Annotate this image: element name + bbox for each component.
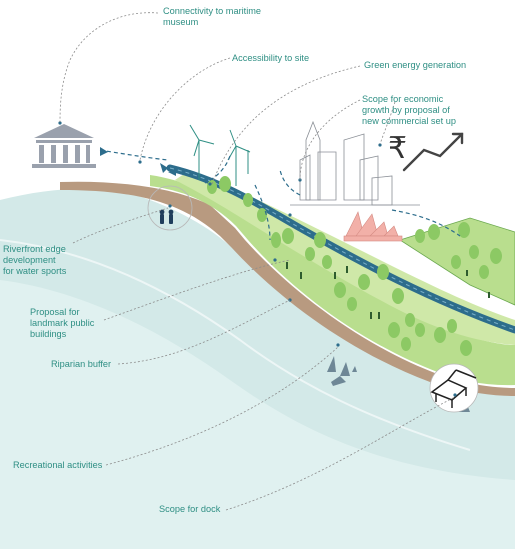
tree <box>282 228 294 244</box>
rupee-symbol: ₹ <box>388 132 408 165</box>
tree <box>388 322 400 338</box>
riverbank-edge <box>60 181 515 396</box>
path-dashes <box>169 167 515 331</box>
flow-arrows <box>99 149 461 241</box>
tree <box>405 313 415 327</box>
label-line: Green energy generation <box>364 60 467 70</box>
trees <box>207 176 502 356</box>
city-skyline <box>290 120 420 206</box>
tree <box>460 340 472 356</box>
label-line: Riverfront edge <box>3 244 66 254</box>
dock-detail-circle <box>429 363 479 413</box>
label-line: museum <box>163 17 199 27</box>
museum-icon <box>32 124 96 168</box>
label-line: Scope for economic <box>362 94 444 104</box>
growth-arrow-icon <box>402 132 464 172</box>
tree <box>347 297 357 311</box>
label-accessibility: Accessibility to site <box>232 53 309 64</box>
tree <box>322 255 332 269</box>
label-riverfront-edge: Riverfront edge development for water sp… <box>3 244 66 277</box>
label-line: Accessibility to site <box>232 53 310 63</box>
leader-lines <box>59 12 456 511</box>
tree <box>434 327 446 343</box>
label-dock: Scope for dock <box>159 504 220 515</box>
tree <box>451 255 461 269</box>
tree <box>207 180 217 194</box>
tree <box>392 288 404 304</box>
callout-dots <box>58 121 457 397</box>
label-riparian-buffer: Riparian buffer <box>51 359 111 370</box>
label-line: Scope for dock <box>159 504 221 514</box>
label-line: Proposal for <box>30 307 80 317</box>
tree <box>257 208 267 222</box>
tree <box>377 264 389 280</box>
label-landmark-buildings: Proposal for landmark public buildings <box>30 307 94 340</box>
wind-turbines <box>189 124 251 186</box>
label-line: growth by proposal of <box>362 105 450 115</box>
landmark-building-icon <box>343 211 403 242</box>
tree <box>469 245 479 259</box>
label-recreational: Recreational activities <box>13 460 102 471</box>
tree <box>479 265 489 279</box>
people-on-edge <box>159 209 174 224</box>
tree <box>401 337 411 351</box>
label-economic-growth: Scope for economic growth by proposal of… <box>362 94 456 127</box>
tree <box>314 232 326 248</box>
tree <box>243 193 253 207</box>
rupee-icon: ₹ <box>388 134 407 164</box>
riverfront-detail-circle <box>147 185 193 231</box>
dock-icon <box>430 369 477 408</box>
label-line: Riparian buffer <box>51 359 112 369</box>
tree <box>428 224 440 240</box>
river-water-ripple <box>0 239 471 451</box>
tree <box>490 248 502 264</box>
label-line: for water sports <box>3 266 67 276</box>
label-green-energy: Green energy generation <box>364 60 466 71</box>
label-line: new commercial set up <box>362 116 456 126</box>
tree <box>305 247 315 261</box>
label-line: buildings <box>30 329 67 339</box>
tree <box>447 319 457 333</box>
label-line: Recreational activities <box>13 460 103 470</box>
tree <box>334 282 346 298</box>
river-water-deep <box>0 280 515 549</box>
people-figures <box>286 262 490 319</box>
label-line: development <box>3 255 56 265</box>
arrow-heads <box>100 147 176 176</box>
tree <box>219 176 231 192</box>
tree <box>415 323 425 337</box>
tree <box>358 274 370 290</box>
label-line: landmark public <box>30 318 95 328</box>
tree <box>415 229 425 243</box>
tree <box>458 222 470 238</box>
tree <box>271 232 281 248</box>
label-maritime-museum: Connectivity to maritime museum <box>163 6 261 28</box>
label-line: Connectivity to maritime <box>163 6 262 16</box>
